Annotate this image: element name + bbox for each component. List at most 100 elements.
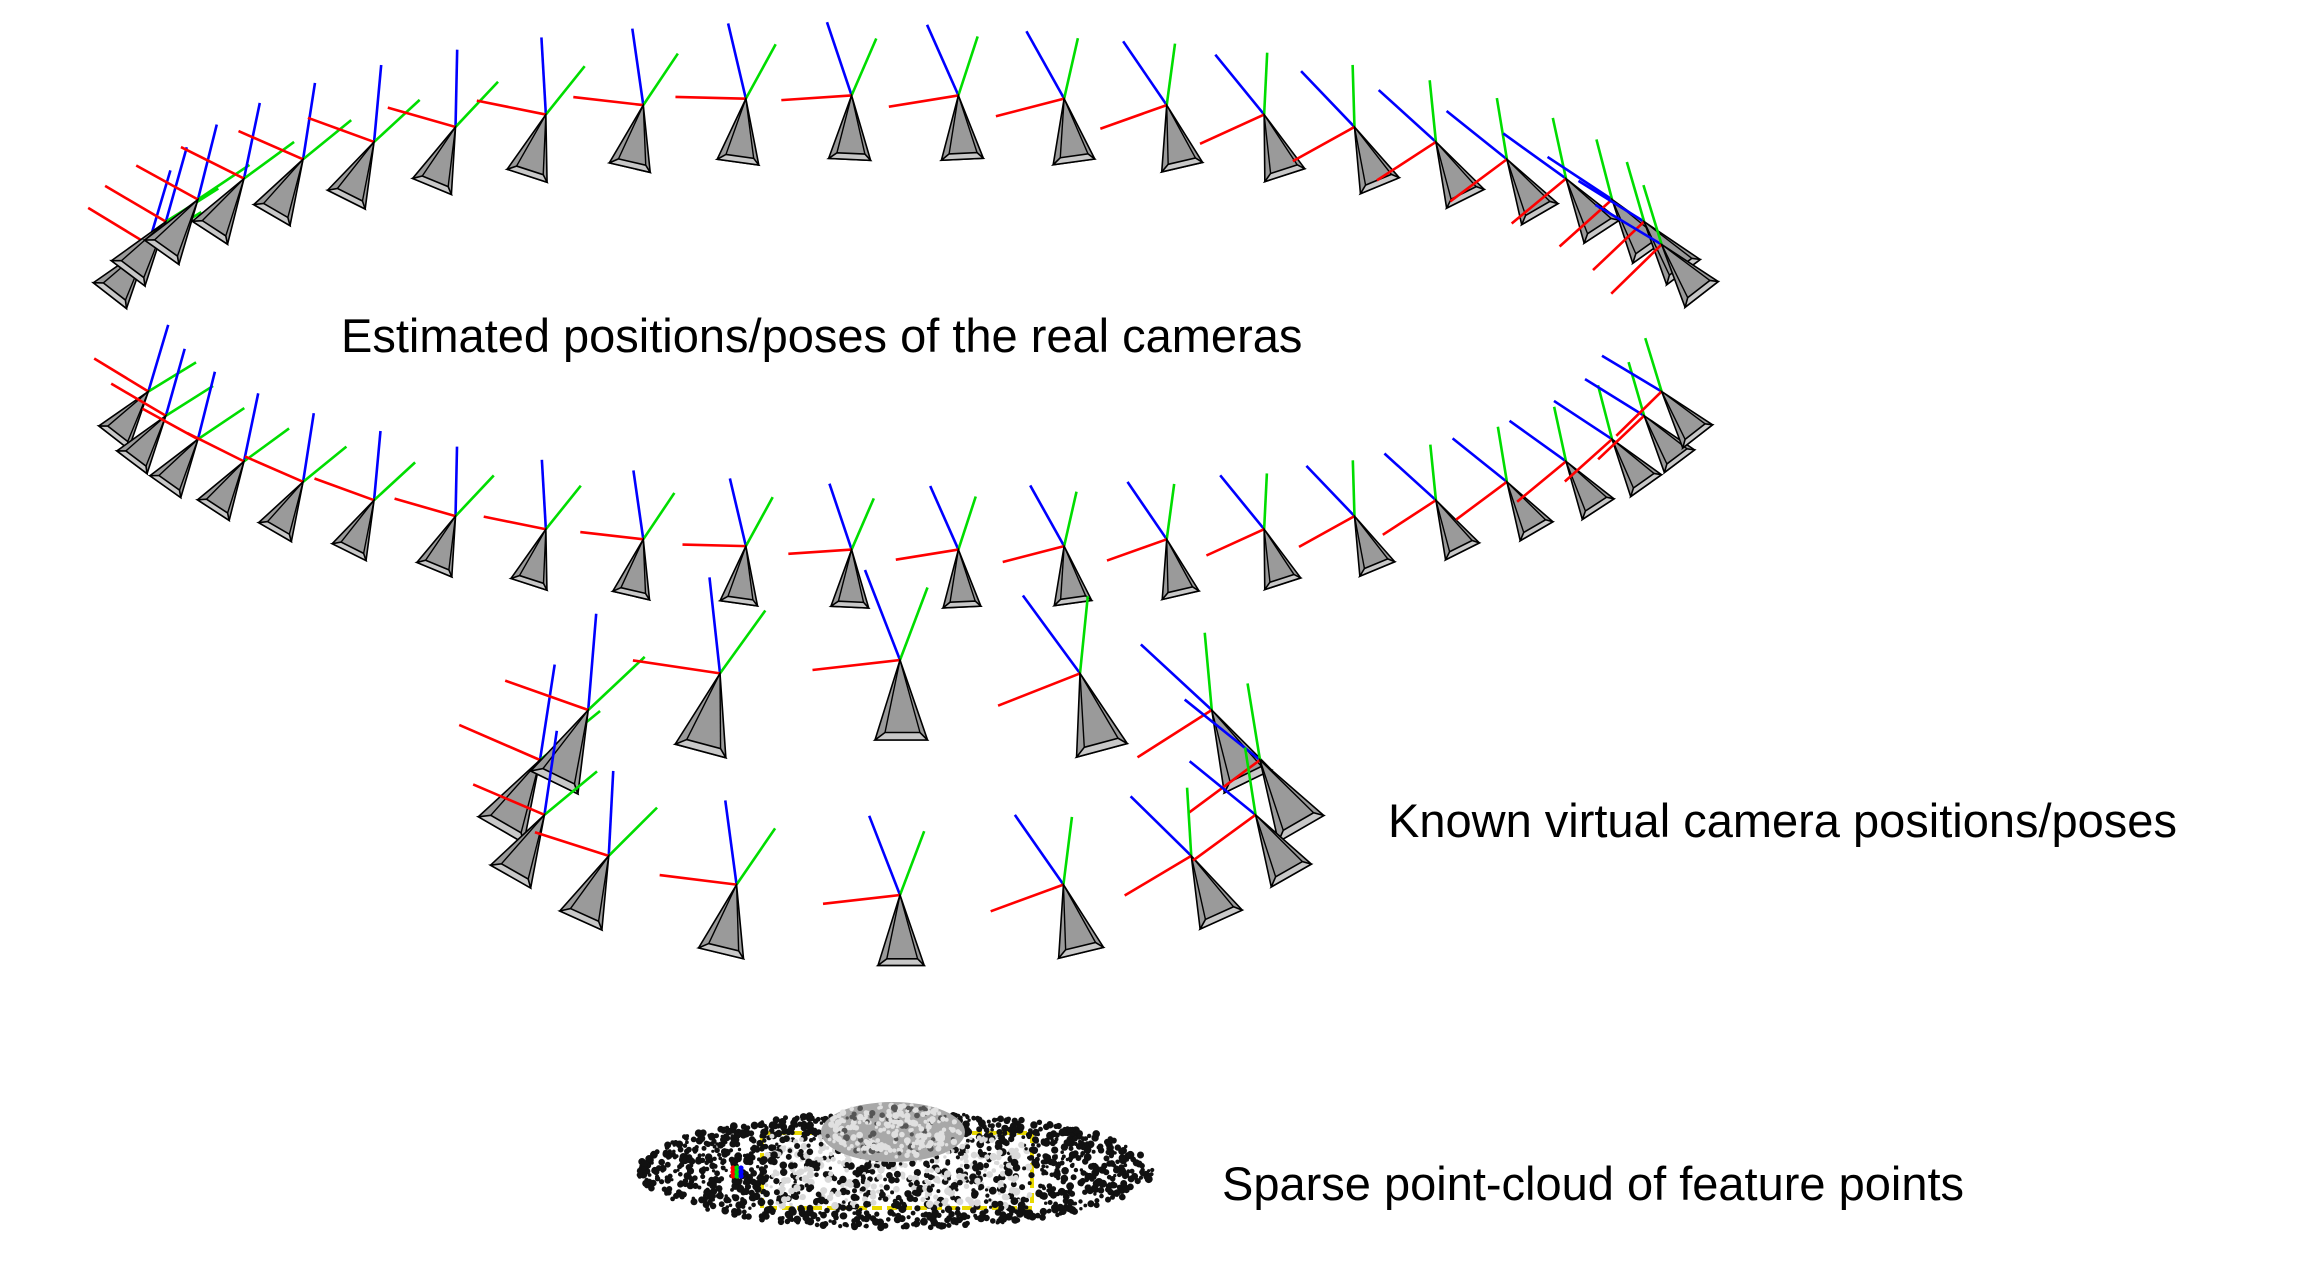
y-axis	[544, 484, 582, 531]
frustum-edge	[1660, 244, 1689, 298]
feature-point	[955, 1206, 961, 1212]
virtual-camera	[822, 815, 927, 967]
frustum-edge	[957, 549, 976, 602]
frustum-base	[1629, 472, 1664, 499]
feature-point	[920, 1212, 926, 1218]
object-point	[828, 1121, 835, 1128]
feature-point	[854, 1203, 860, 1209]
y-axis	[197, 163, 251, 201]
feature-point	[1011, 1117, 1018, 1124]
feature-point	[956, 1198, 964, 1206]
feature-point	[679, 1193, 685, 1200]
x-axis	[822, 893, 901, 906]
real-camera	[1508, 406, 1617, 522]
virtual-camera	[1136, 632, 1274, 795]
x-axis	[1292, 125, 1356, 163]
object-point	[892, 1148, 897, 1153]
feature-point	[661, 1186, 668, 1192]
feature-point	[781, 1196, 788, 1203]
frustum-base	[606, 158, 652, 174]
object-point	[894, 1137, 899, 1142]
feature-point	[965, 1149, 970, 1154]
feature-point	[995, 1122, 1002, 1128]
feature-point	[748, 1189, 755, 1196]
real-camera	[995, 30, 1097, 166]
feature-point	[692, 1175, 698, 1181]
real-camera	[141, 371, 246, 500]
feature-point	[721, 1206, 729, 1215]
colored-point	[738, 1165, 744, 1171]
real-camera	[788, 483, 876, 609]
feature-point	[1006, 1116, 1011, 1122]
frustum-base	[1159, 157, 1205, 174]
frustum-edge	[725, 98, 747, 155]
real-camera	[180, 102, 295, 246]
frustum-edge	[836, 95, 853, 153]
feature-point	[863, 1200, 870, 1208]
feature-point	[936, 1212, 942, 1219]
feature-point	[1015, 1217, 1021, 1223]
object-point	[918, 1132, 924, 1138]
frustum-base	[610, 586, 652, 602]
feature-point	[678, 1180, 683, 1185]
real-cameras-label: Estimated positions/poses of the real ca…	[341, 309, 1303, 362]
feature-point	[740, 1204, 746, 1209]
feature-point	[859, 1164, 865, 1171]
object-point	[923, 1119, 928, 1124]
feature-point	[813, 1133, 818, 1137]
object-point	[849, 1106, 854, 1112]
frustum-edge	[948, 95, 960, 155]
feature-point	[1045, 1165, 1049, 1169]
feature-point	[855, 1210, 861, 1217]
feature-point	[772, 1116, 780, 1124]
real-camera	[888, 24, 986, 162]
feature-point	[1131, 1172, 1139, 1180]
object-point	[932, 1112, 937, 1116]
feature-point	[728, 1203, 733, 1208]
object-point	[834, 1119, 842, 1126]
feature-point	[1086, 1184, 1091, 1189]
z-axis	[863, 569, 902, 661]
z-axis	[1377, 89, 1437, 143]
feature-point	[840, 1183, 845, 1188]
feature-point	[715, 1185, 723, 1192]
feature-point	[954, 1210, 961, 1216]
feature-point	[714, 1170, 720, 1177]
feature-point	[1126, 1169, 1131, 1174]
z-axis	[1129, 795, 1193, 857]
feature-point	[648, 1184, 655, 1192]
feature-point	[984, 1154, 990, 1160]
x-axis	[93, 357, 150, 393]
frustum-base	[528, 767, 580, 796]
feature-point	[1024, 1147, 1028, 1151]
feature-point	[731, 1177, 740, 1185]
z-axis	[540, 459, 548, 530]
y-axis	[544, 65, 586, 116]
feature-point	[682, 1178, 689, 1184]
feature-point	[934, 1167, 941, 1173]
frustum-edge	[145, 415, 167, 467]
feature-point	[1039, 1207, 1048, 1216]
feature-point	[869, 1169, 876, 1175]
feature-point	[658, 1158, 665, 1166]
feature-point	[941, 1209, 945, 1214]
x-axis	[135, 164, 199, 201]
feature-point	[752, 1192, 761, 1201]
object-point	[842, 1119, 846, 1124]
frustum-edge	[176, 199, 199, 257]
x-axis	[682, 543, 746, 548]
feature-point	[1097, 1187, 1105, 1194]
z-axis	[454, 446, 459, 517]
feature-point	[1000, 1175, 1006, 1181]
feature-point	[894, 1177, 900, 1184]
feature-point	[774, 1170, 780, 1177]
object-point	[836, 1113, 842, 1119]
feature-point	[769, 1209, 776, 1216]
feature-point	[1022, 1166, 1027, 1171]
feature-point	[775, 1142, 779, 1146]
object-point	[908, 1128, 913, 1133]
feature-point	[971, 1188, 976, 1193]
feature-point	[902, 1222, 910, 1230]
frustum-edge	[597, 855, 610, 922]
feature-point	[819, 1121, 824, 1125]
